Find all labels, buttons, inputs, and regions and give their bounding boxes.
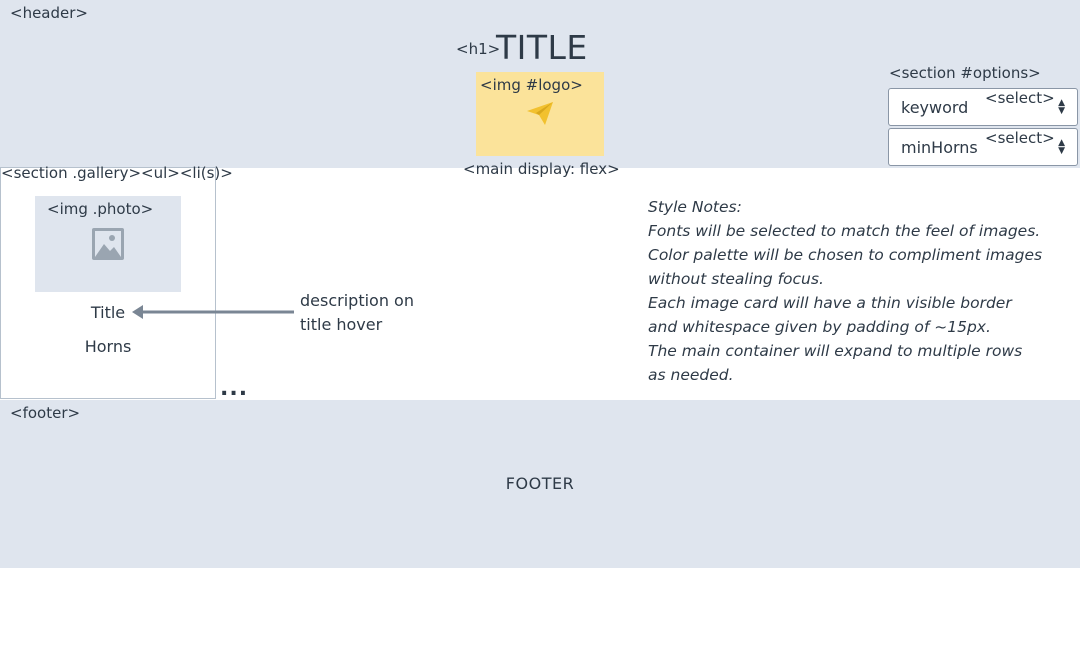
select-tag: <select> [985, 89, 1055, 107]
gallery-card [0, 167, 216, 399]
style-note-line: as needed. [648, 366, 734, 384]
footer-text: FOOTER [505, 474, 575, 493]
paper-plane-icon [526, 100, 554, 130]
style-note-line: Each image card will have a thin visible… [648, 294, 1012, 312]
header-tag: <header> [10, 4, 88, 22]
more-items-ellipsis: ... [220, 376, 249, 401]
gallery-tag: <section .gallery><ul><li(s)> [1, 164, 233, 182]
keyword-select[interactable]: keyword <select> ▲▼ [888, 88, 1078, 126]
logo-tag: <img #logo> [480, 76, 583, 94]
select-value: keyword [901, 98, 969, 117]
select-tag: <select> [985, 129, 1055, 147]
left-arrow-icon [130, 304, 296, 324]
select-arrows-icon: ▲▼ [1058, 138, 1065, 156]
main-tag: <main display: flex> [463, 160, 620, 178]
style-note-line: Color palette will be chosen to complime… [648, 246, 1043, 264]
style-note-line: The main container will expand to multip… [648, 342, 1023, 360]
options-section-tag: <section #options> [889, 64, 1041, 82]
footer-tag: <footer> [10, 404, 81, 422]
style-note-line: and whitespace given by padding of ~15px… [648, 318, 991, 336]
card-title[interactable]: Title [90, 303, 126, 322]
min-horns-select[interactable]: minHorns <select> ▲▼ [888, 128, 1078, 166]
select-arrows-icon: ▲▼ [1058, 98, 1065, 116]
description-note-line: title hover [300, 315, 383, 334]
style-notes-heading: Style Notes: [648, 198, 742, 216]
select-value: minHorns [901, 138, 978, 157]
style-note-line: Fonts will be selected to match the feel… [648, 222, 1041, 240]
description-note-line: description on [300, 291, 414, 310]
page-title: TITLE [496, 28, 588, 67]
style-note-line: without stealing focus. [648, 270, 824, 288]
h1-tag: <h1> [456, 40, 501, 58]
image-icon [92, 228, 124, 264]
card-horns: Horns [84, 337, 132, 356]
photo-tag: <img .photo> [47, 200, 154, 218]
footer-region [0, 400, 1080, 568]
